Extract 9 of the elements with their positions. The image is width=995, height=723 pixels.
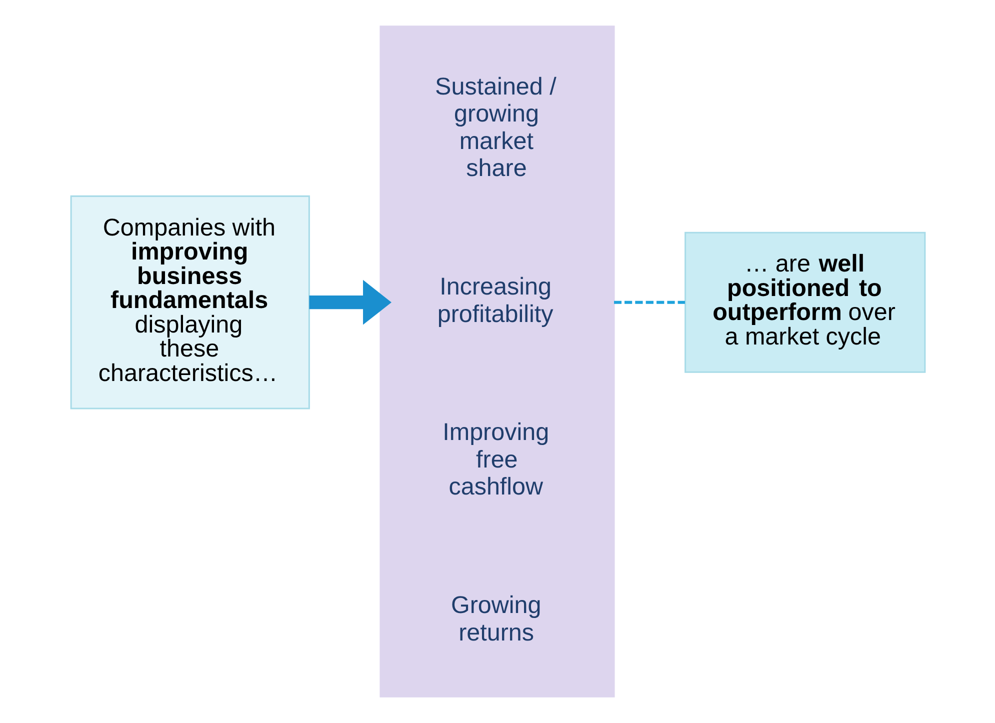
node-text: Growing returns (450, 592, 541, 646)
node-box: … are well positioned to outperform over a market cycle (684, 232, 926, 373)
cluster (379, 26, 614, 698)
node-text: Increasing profitability (436, 273, 553, 328)
node-box: Companies with improving business fundamentals displaying these characteristics… (70, 195, 310, 410)
arrow (308, 280, 391, 325)
node-text: Improving free cashflow (442, 419, 549, 501)
node-text: Sustained / growing market share (434, 73, 556, 182)
connector (614, 300, 684, 304)
